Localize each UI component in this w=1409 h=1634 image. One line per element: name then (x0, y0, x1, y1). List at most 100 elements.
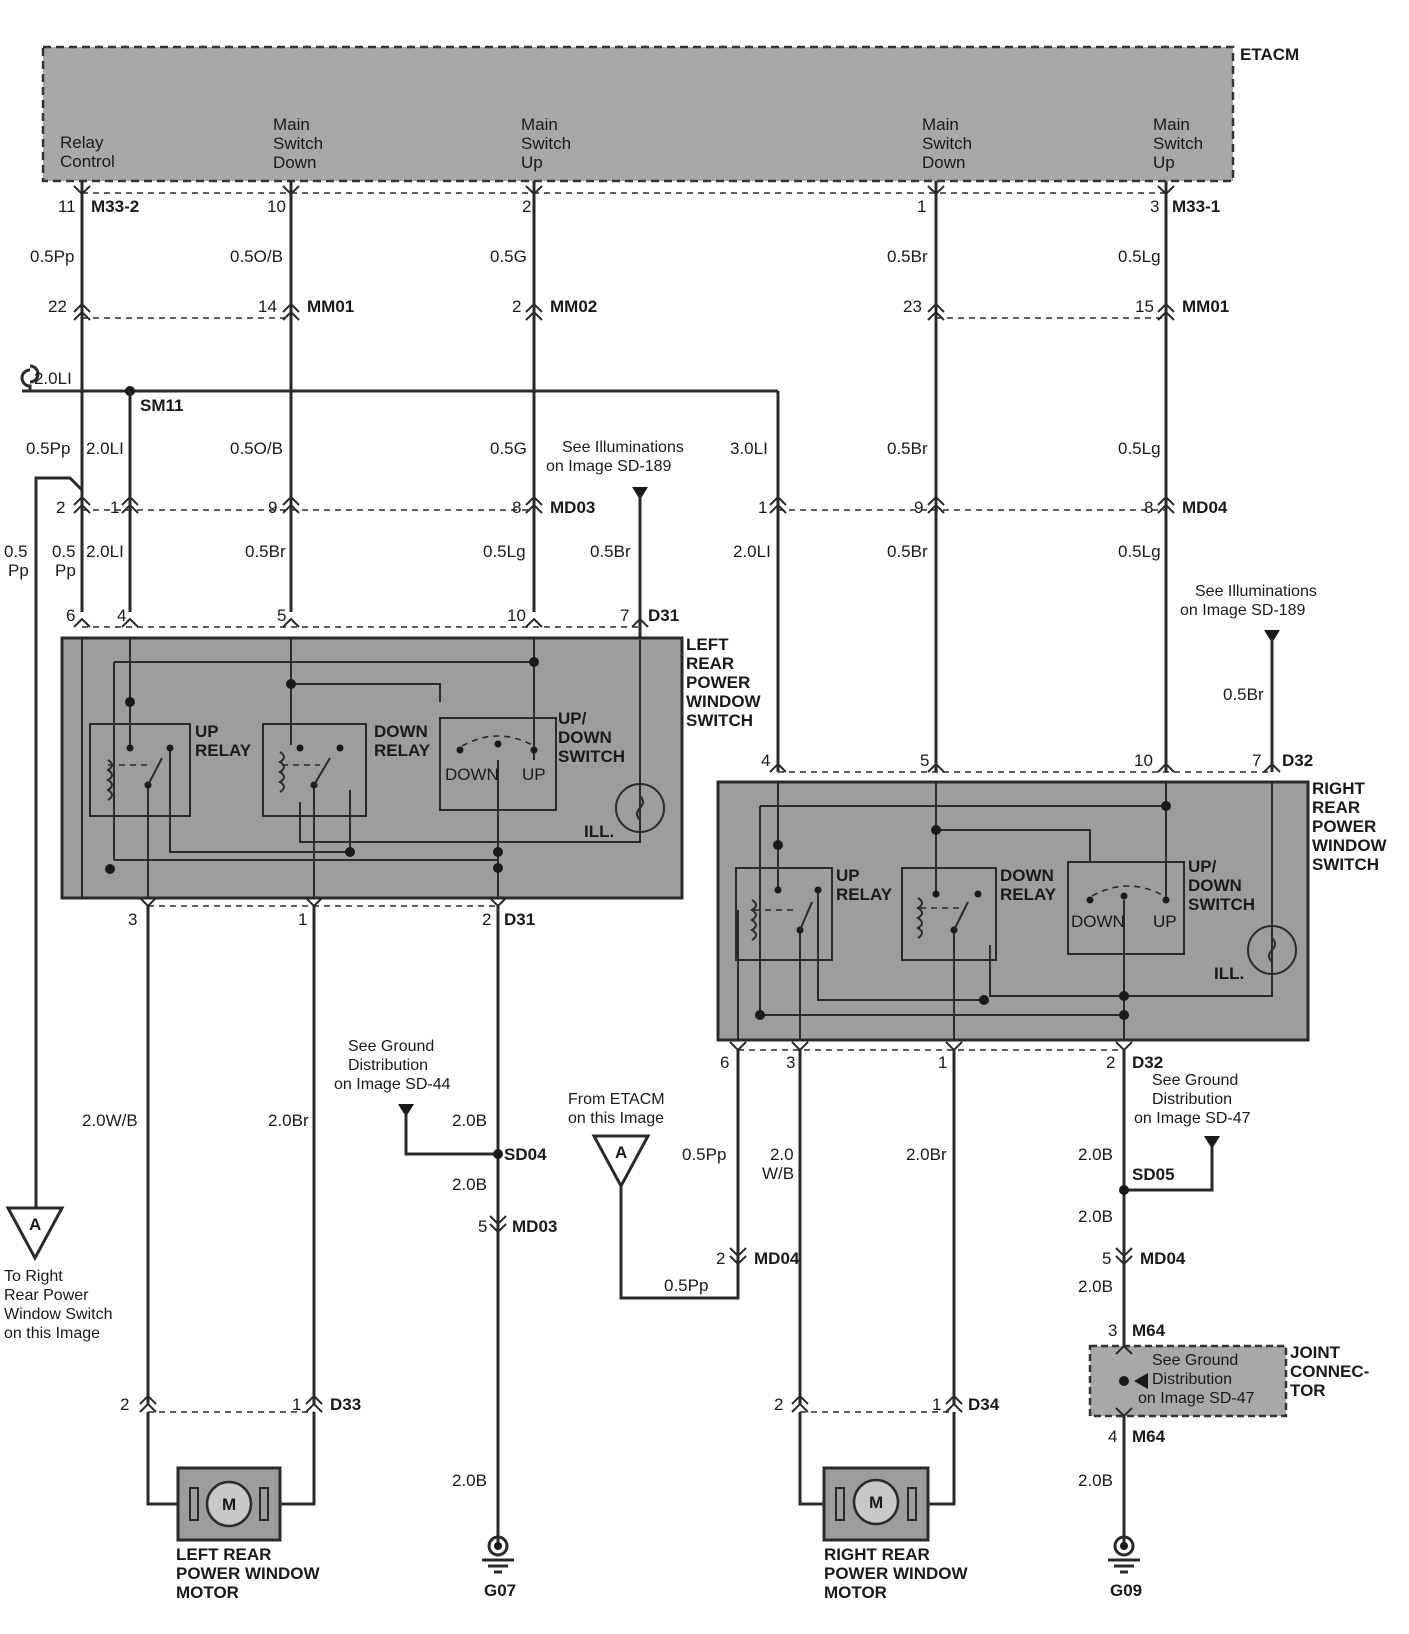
left-gnd-note-3: on Image SD-44 (334, 1076, 451, 1093)
chevrons-d32-top (769, 762, 1281, 773)
left-down-relay-arm (313, 757, 331, 786)
m64-bot-pin-4: 4 (1108, 1427, 1117, 1446)
bus-crossover-end (29, 364, 40, 384)
wire-label-05lg: 0.5Lg (1118, 247, 1161, 266)
right-down-relay-arm (953, 901, 969, 931)
ground-g07-center (494, 1542, 502, 1550)
right-updown-label-2: DOWN (1188, 876, 1242, 895)
etacm-msd-r-2: Switch (922, 134, 972, 153)
left-switch-title-3: POWER (686, 673, 750, 692)
wire-label-05g: 0.5G (490, 247, 527, 266)
joint-note-3: on Image SD-47 (1138, 1390, 1255, 1407)
right-md04b-pin-5: 5 (1102, 1249, 1111, 1268)
right-wire-label-05pp-2: 0.5Pp (664, 1276, 708, 1295)
right-wire-label-20br: 2.0Br (906, 1145, 947, 1164)
d31-pin-7: 7 (620, 606, 629, 625)
md03-pin-9: 9 (268, 498, 277, 517)
connector-a-right-label: A (615, 1143, 627, 1162)
right-up-relay-contact-1 (774, 886, 782, 894)
right-motor-m: M (869, 1493, 883, 1512)
md04-pin-8: 8 (1144, 498, 1153, 517)
right-ill-filament (1268, 937, 1276, 963)
wire-motor-left-a (146, 1412, 178, 1506)
mid-label-30li: 3.0LI (730, 439, 768, 458)
left-up-relay-label-2: RELAY (195, 741, 252, 760)
left-motor-label-3: MOTOR (176, 1583, 239, 1602)
ground-g09-center (1120, 1542, 1128, 1550)
splice-sm11: SM11 (140, 396, 183, 415)
mid-label-05pp: 0.5Pp (26, 439, 70, 458)
d34-pin-2: 2 (774, 1395, 783, 1414)
low-label-05-a: 0.5 (4, 542, 28, 561)
d32-bottom-pin-1: 1 (938, 1053, 947, 1072)
d32-bottom-pin-6: 6 (720, 1053, 729, 1072)
left-up-relay-label-1: UP (195, 722, 219, 741)
to-right-note-3: Window Switch (4, 1306, 112, 1323)
right-motor-label-2: POWER WINDOW (824, 1564, 968, 1583)
mid-label-05lg: 0.5Lg (1118, 439, 1161, 458)
splice-sd04: SD04 (504, 1145, 547, 1164)
connector-m33-2: M33-2 (91, 197, 139, 216)
left-updown-label-3: SWITCH (558, 747, 625, 766)
d31-bottom-pin-2: 2 (482, 910, 491, 929)
right-motor-rotor (852, 1478, 900, 1526)
left-label-20b-3: 2.0B (452, 1471, 487, 1490)
right-updown-arc (1091, 885, 1165, 897)
low-r-label-05lg: 0.5Lg (1118, 542, 1161, 561)
chevrons-md03 (73, 495, 543, 514)
left-updown-switch (439, 717, 557, 811)
right-node-4 (755, 1010, 765, 1020)
right-wire-label-20-2: W/B (762, 1164, 794, 1183)
pin-3: 3 (1150, 197, 1159, 216)
right-updown-down: DOWN (1071, 912, 1125, 931)
left-ill-label: ILL. (584, 822, 614, 841)
right-updown-contact-up (1162, 896, 1170, 904)
connector-d34: D34 (968, 1395, 1000, 1414)
ill-note-right-2: on Image SD-189 (1180, 602, 1306, 619)
right-switch-internal-wiring (737, 782, 1273, 1040)
chevrons-md04 (769, 495, 1175, 514)
left-down-relay-label-2: RELAY (374, 741, 431, 760)
splice-sd05: SD05 (1132, 1165, 1175, 1184)
left-wire-label-20wb: 2.0W/B (82, 1111, 138, 1130)
left-rear-power-window-switch (60, 636, 684, 900)
left-node-5 (345, 847, 355, 857)
left-node-1 (529, 657, 539, 667)
d32-pin-7: 7 (1252, 751, 1261, 770)
pin-11: 11 (58, 197, 76, 216)
to-right-note-4: on this Image (4, 1325, 100, 1342)
d32-pin-4: 4 (761, 751, 770, 770)
etacm-msu-1: Main (521, 115, 558, 134)
right-down-relay-contact-2 (974, 890, 982, 898)
right-switch-title-5: SWITCH (1312, 855, 1379, 874)
low-label-05br: 0.5Br (245, 542, 286, 561)
left-node-4 (105, 864, 115, 874)
left-node-7 (493, 863, 503, 873)
right-gnd-arrow (1204, 1136, 1220, 1149)
connector-mm02: MM02 (550, 297, 597, 316)
right-node-5 (979, 995, 989, 1005)
left-label-20b-1: 2.0B (452, 1111, 487, 1130)
connector-m64-top: M64 (1132, 1321, 1166, 1340)
right-down-relay-coil (916, 897, 923, 939)
connector-mm01-left: MM01 (307, 297, 354, 316)
joint-label-1: JOINT (1290, 1343, 1341, 1362)
from-etacm-note-1: From ETACM (568, 1091, 665, 1108)
left-down-relay-coil (278, 751, 285, 793)
joint-connector-node (1119, 1376, 1129, 1386)
mid-label-20li: 2.0LI (86, 439, 124, 458)
left-up-relay-contact-1 (126, 744, 134, 752)
right-motor-label-1: RIGHT REAR (824, 1545, 930, 1564)
left-node-2 (125, 697, 135, 707)
ill-note-left-1: See Illuminations (562, 439, 684, 456)
wire-left-gnd-branch (404, 1112, 498, 1156)
etacm-msd-1: Main (273, 115, 310, 134)
etacm-relay-control-1: Relay (60, 133, 104, 152)
left-gnd-note-2: Distribution (348, 1057, 428, 1074)
d31-bottom-pin-1: 1 (298, 910, 307, 929)
wire-05pp-to-connector-a (34, 476, 84, 1208)
low-label-pp-a: Pp (8, 561, 29, 580)
mid-label-05ob: 0.5O/B (230, 439, 283, 458)
right-node-3 (931, 825, 941, 835)
d33-pin-1: 1 (292, 1395, 301, 1414)
